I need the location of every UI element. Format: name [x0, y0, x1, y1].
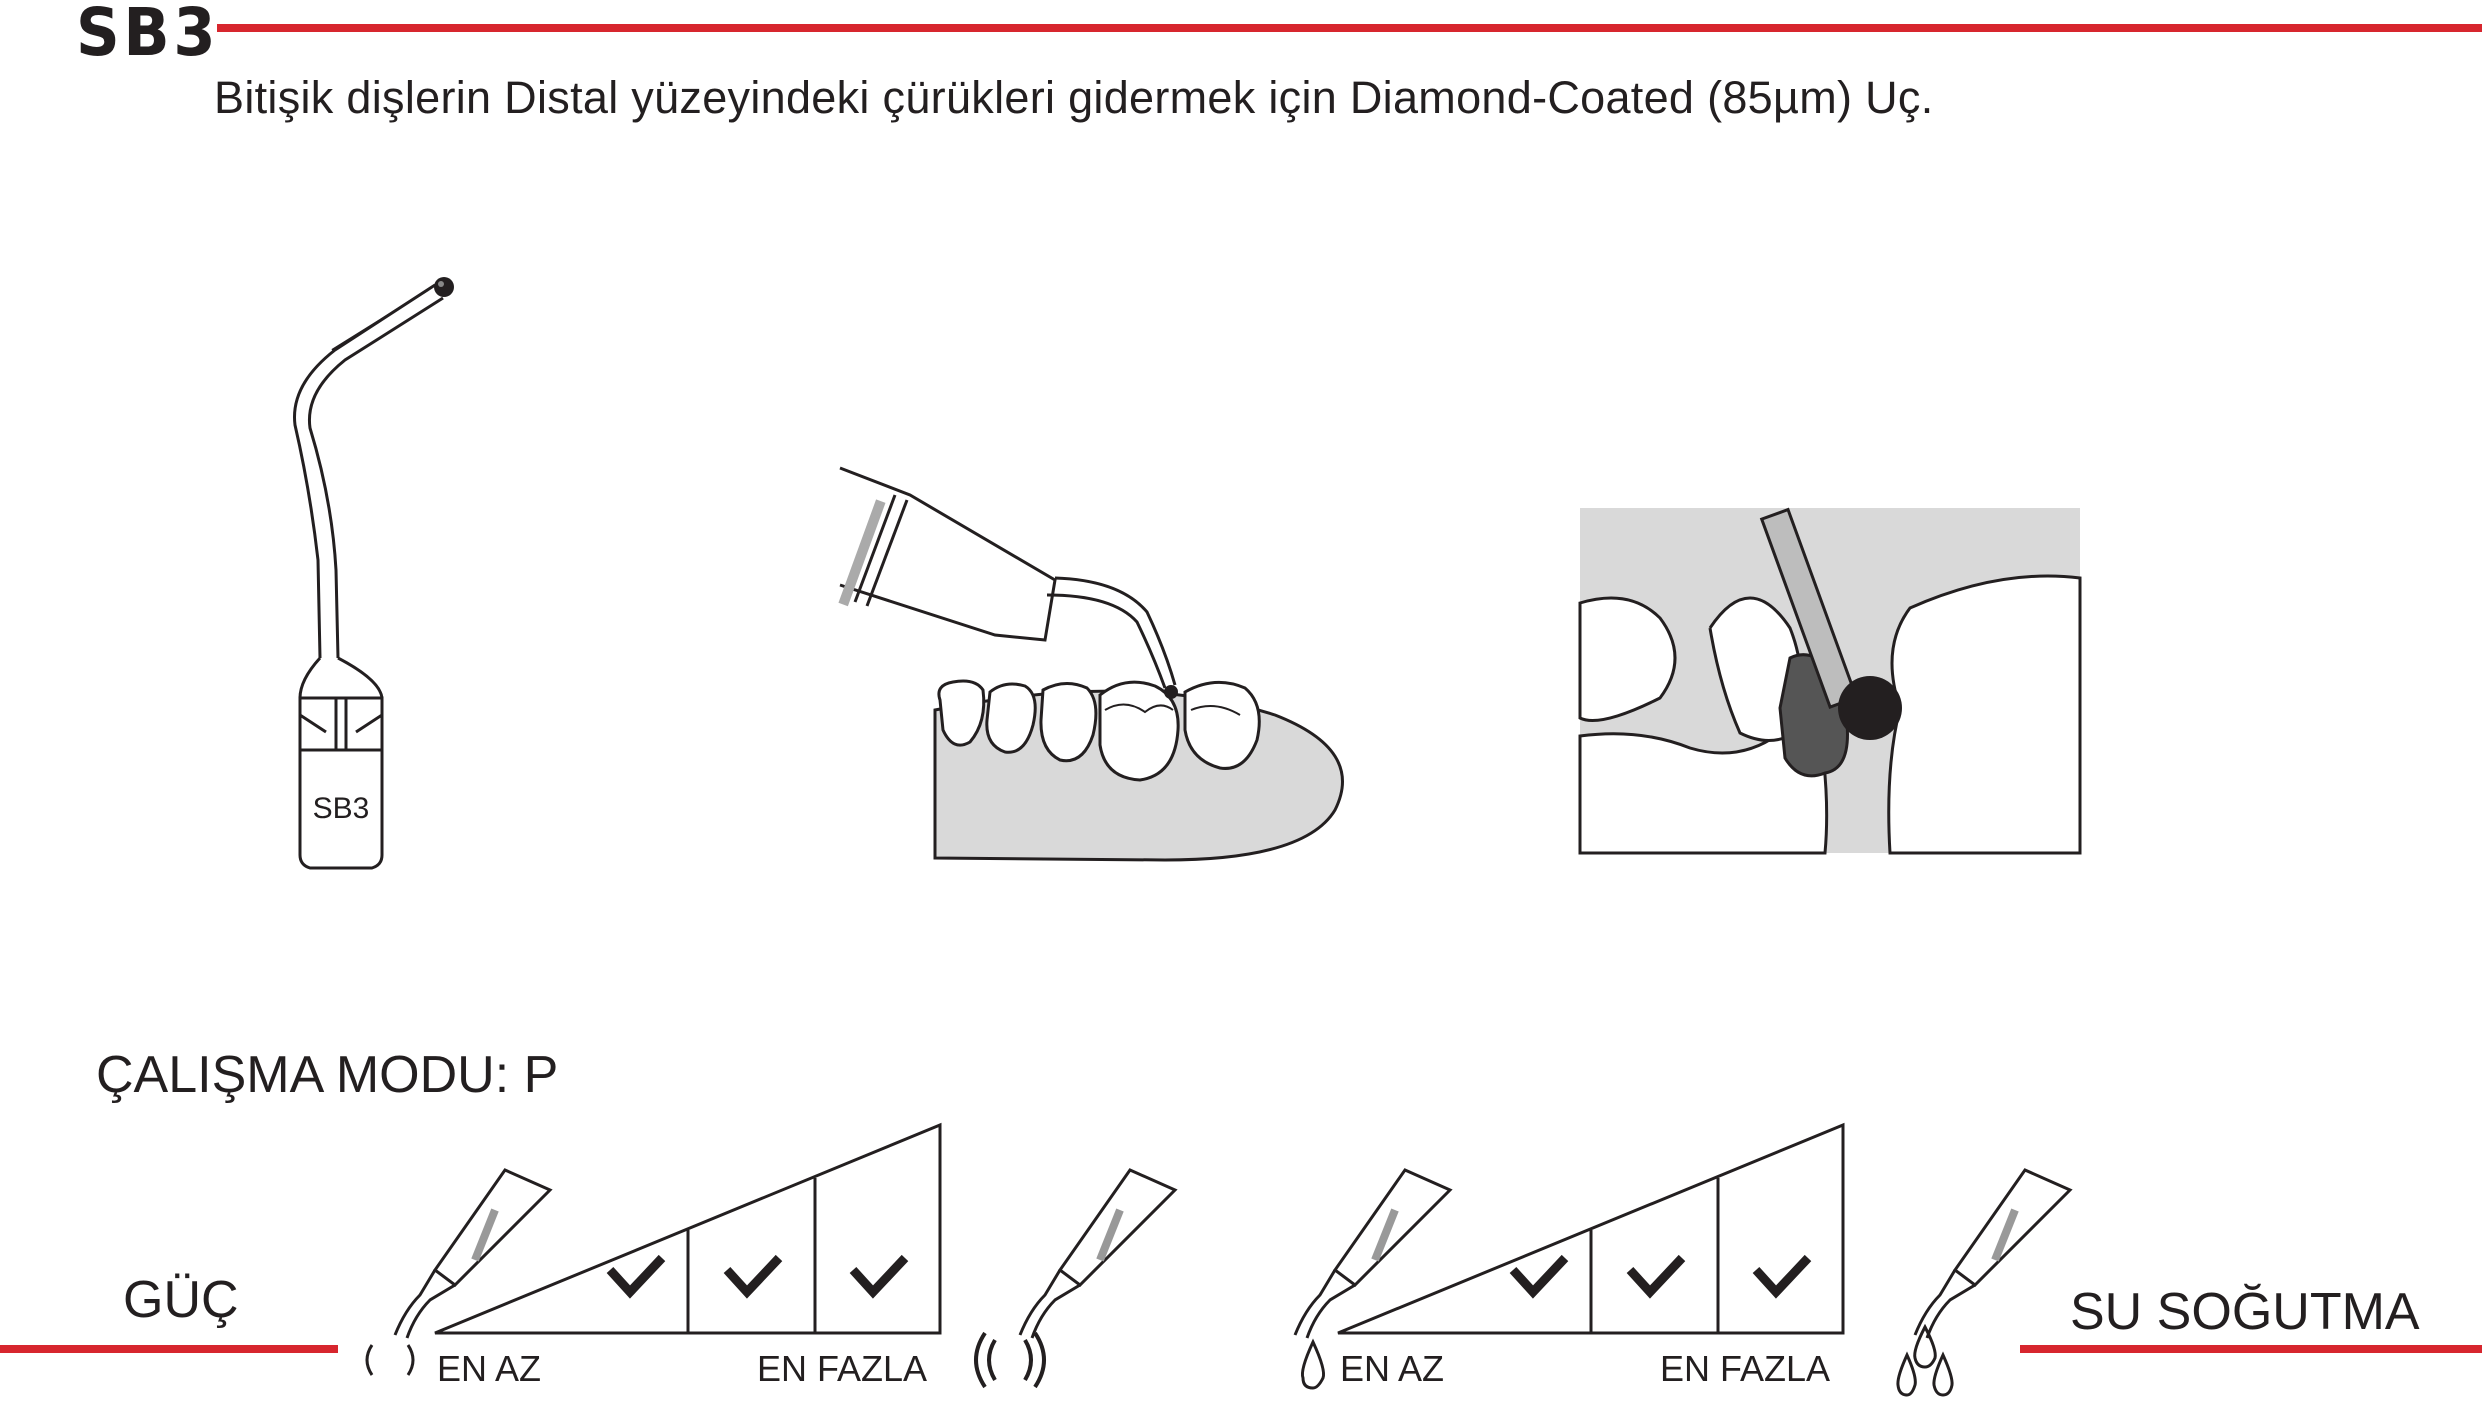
operating-mode-label: ÇALIŞMA MODU: P	[96, 1046, 559, 1104]
water-scale	[1337, 1122, 1845, 1335]
checkmark-icon	[723, 1254, 783, 1299]
water-drop-icon	[1301, 1338, 1325, 1390]
bottom-left-rule	[0, 1345, 338, 1353]
water-cooling-label: SU SOĞUTMA	[2070, 1283, 2420, 1341]
power-max-label: EN FAZLA	[757, 1348, 928, 1389]
checkmark-icon	[1752, 1254, 1812, 1299]
power-scale	[434, 1122, 942, 1335]
power-label: GÜÇ	[123, 1271, 239, 1329]
tip-engraving: SB3	[313, 792, 370, 825]
vibration-waves-icon	[365, 1344, 415, 1376]
water-max-label: EN FAZLA	[1660, 1348, 1831, 1389]
title-rule	[217, 24, 2482, 32]
checkmark-icon	[849, 1254, 909, 1299]
tip-code-title: SB3	[76, 0, 220, 71]
checkmark-icon	[1626, 1254, 1686, 1299]
water-min-label: EN AZ	[1340, 1348, 1445, 1389]
bottom-right-rule	[2020, 1345, 2482, 1353]
tip-description: Bitişik dişlerin Distal yüzeyindeki çürü…	[214, 72, 1934, 123]
closeup-illustration	[1578, 507, 2082, 855]
handpiece-icon	[1913, 1168, 2073, 1339]
water-drop-icon	[1896, 1323, 1954, 1397]
handpiece-icon	[1293, 1168, 1453, 1339]
power-min-label: EN AZ	[437, 1348, 542, 1389]
handpiece-on-teeth-illustration	[838, 466, 1344, 862]
vibration-waves-icon	[974, 1331, 1046, 1389]
tip-illustration: SB3	[293, 277, 454, 870]
handpiece-icon	[393, 1168, 553, 1339]
checkmark-icon	[1509, 1254, 1569, 1299]
checkmark-icon	[606, 1254, 666, 1299]
handpiece-icon	[1018, 1168, 1178, 1339]
